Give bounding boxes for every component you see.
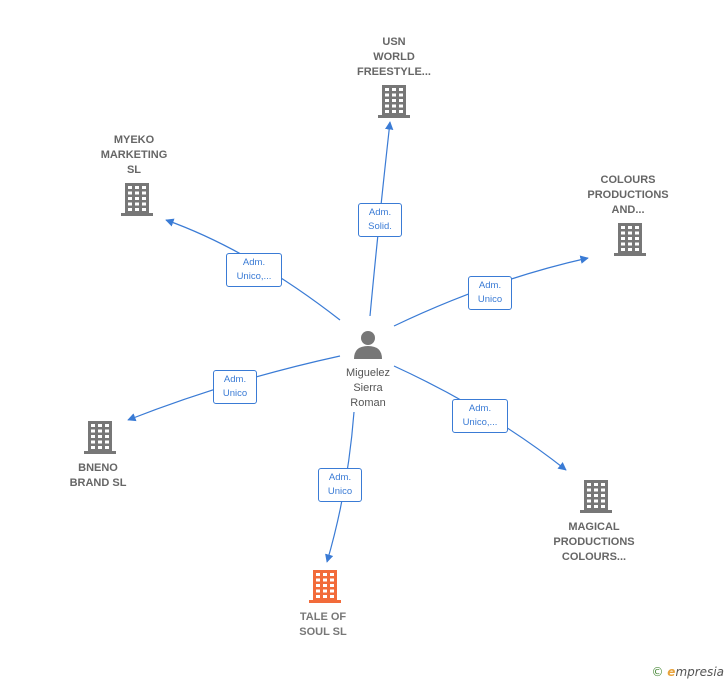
node-label-magical[interactable]: MAGICAL PRODUCTIONS COLOURS... <box>553 521 635 563</box>
relation-label-usn[interactable]: Adm. Solid. <box>358 203 402 237</box>
building-icon-magical[interactable] <box>580 480 612 513</box>
node-label-bneno[interactable]: BNENO BRAND SL <box>69 462 127 489</box>
node-label-tale[interactable]: TALE OF SOUL SL <box>299 611 347 638</box>
building-icon-usn[interactable] <box>378 85 410 118</box>
brand-name: mpresia <box>675 665 724 679</box>
relation-label-bneno[interactable]: Adm. Unico <box>213 370 257 404</box>
building-icon-myeko[interactable] <box>121 183 153 216</box>
empresia-logo[interactable]: © empresia <box>651 665 724 679</box>
relation-label-colours[interactable]: Adm. Unico <box>468 276 512 310</box>
relation-label-myeko[interactable]: Adm. Unico,... <box>226 253 282 287</box>
building-icon-bneno[interactable] <box>84 421 116 454</box>
relation-label-magical[interactable]: Adm. Unico,... <box>452 399 508 433</box>
copyright-symbol: © <box>651 665 664 679</box>
brand-e: e <box>667 665 676 679</box>
person-icon[interactable] <box>354 331 382 359</box>
person-name[interactable]: Miguelez Sierra Roman <box>345 367 391 409</box>
node-label-myeko[interactable]: MYEKO MARKETING SL <box>100 134 168 176</box>
node-label-usn[interactable]: USN WORLD FREESTYLE... <box>357 36 431 78</box>
node-label-colours[interactable]: COLOURS PRODUCTIONS AND... <box>587 174 669 216</box>
building-icon-tale[interactable] <box>309 570 341 603</box>
relation-label-tale[interactable]: Adm. Unico <box>318 468 362 502</box>
building-icon-colours[interactable] <box>614 223 646 256</box>
